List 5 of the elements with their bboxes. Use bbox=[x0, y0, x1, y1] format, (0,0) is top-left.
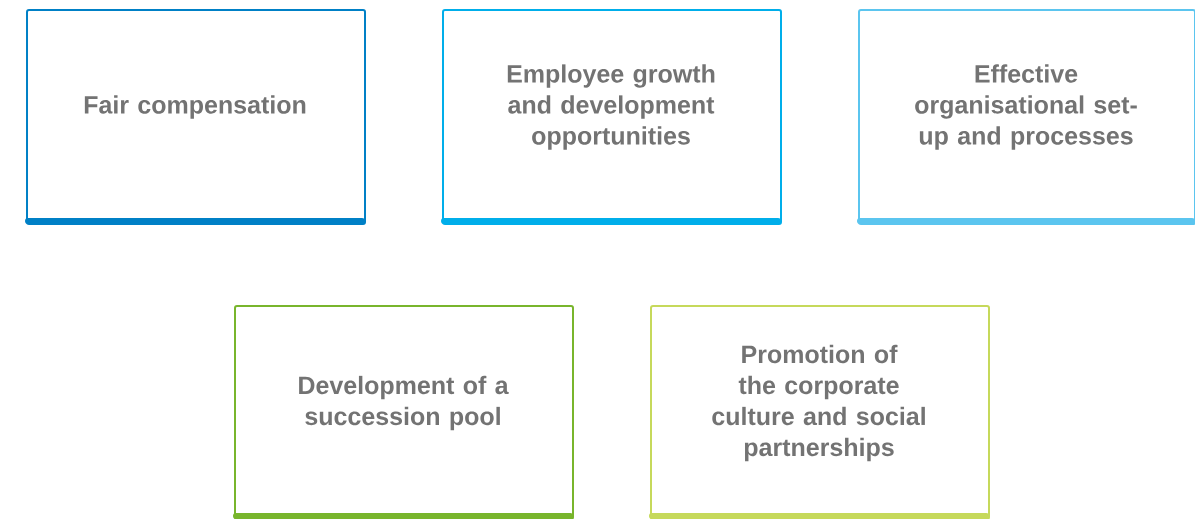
card: Promotion of the corporate culture and social partnerships bbox=[649, 305, 990, 519]
card: Fair compensation bbox=[25, 9, 366, 225]
card: Employee growth and development opportunities bbox=[441, 9, 782, 225]
card: Effective organisational set-up and processes bbox=[857, 9, 1195, 225]
card: Development of a succession pool bbox=[233, 305, 574, 519]
